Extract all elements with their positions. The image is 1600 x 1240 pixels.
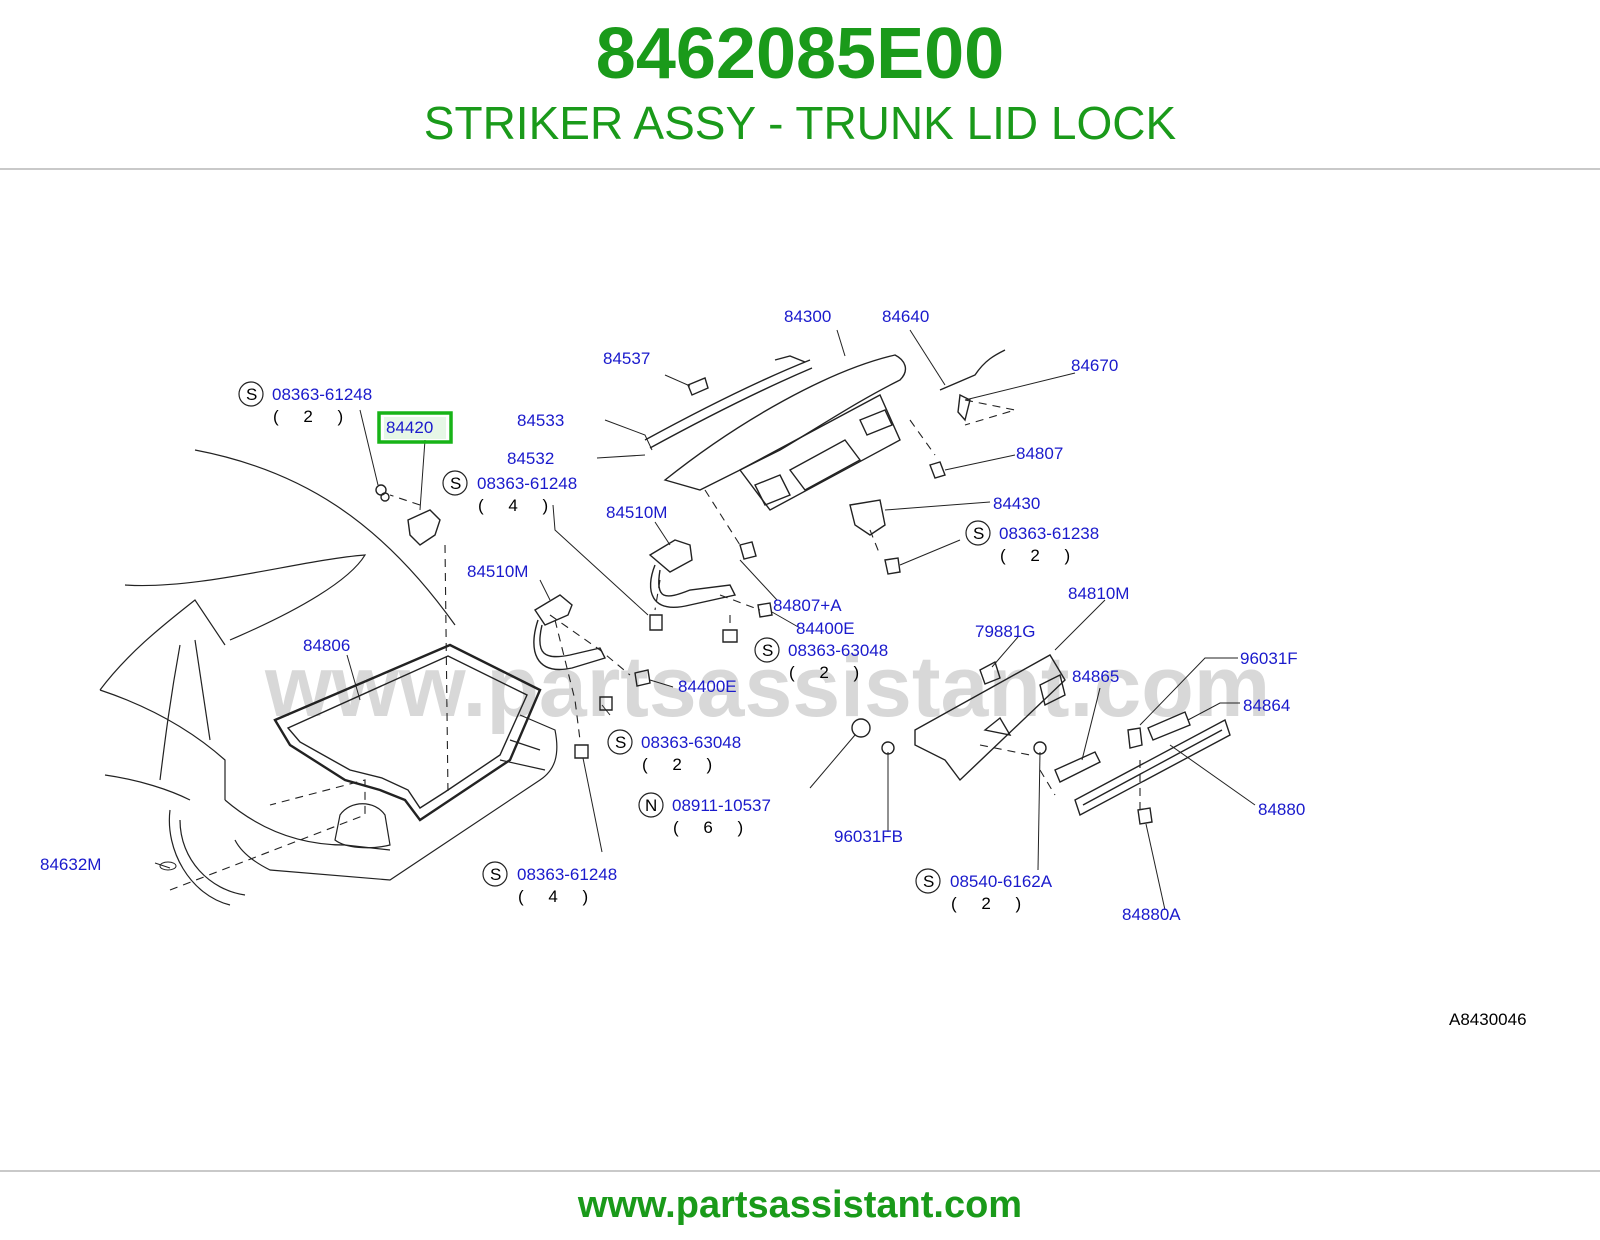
highlight-box-84420 bbox=[377, 411, 453, 444]
s-marker-icon bbox=[442, 470, 468, 496]
prefix-label: S bbox=[973, 524, 984, 543]
s-marker-icon bbox=[965, 520, 991, 546]
qty-label: ( 4 ) bbox=[518, 887, 598, 906]
qty-label: ( 4 ) bbox=[478, 496, 558, 515]
callout-08911-10537: 08911-10537 bbox=[672, 796, 771, 815]
prefix-label: N bbox=[645, 796, 657, 815]
callout-84510M: 84510M bbox=[467, 562, 528, 581]
callout-84670: 84670 bbox=[1071, 356, 1118, 375]
callout-84532: 84532 bbox=[507, 449, 554, 468]
prefix-label: S bbox=[450, 474, 461, 493]
qty-label: ( 2 ) bbox=[1000, 546, 1080, 565]
leader-lines bbox=[154, 329, 1256, 911]
part-name-subtitle: STRIKER ASSY - TRUNK LID LOCK bbox=[423, 97, 1177, 149]
prefix-label: S bbox=[923, 872, 934, 891]
prefix-label: S bbox=[490, 865, 501, 884]
callout-84865: 84865 bbox=[1072, 667, 1119, 686]
s-marker-icon bbox=[607, 729, 633, 755]
markers bbox=[238, 381, 991, 894]
callout-84430: 84430 bbox=[993, 494, 1040, 513]
highlight-fill-84420 bbox=[384, 417, 446, 439]
callout-84810M: 84810M bbox=[1068, 584, 1129, 603]
footer-divider bbox=[0, 1170, 1600, 1172]
callout-labels: S 08363-61248 ( 2 ) 84420 S 08363-61248 … bbox=[40, 307, 1305, 924]
watermark-text: www.partsassistant.com bbox=[264, 639, 1270, 735]
prefix-label: S bbox=[762, 641, 773, 660]
s-marker-icon bbox=[482, 861, 508, 887]
qty-label: ( 2 ) bbox=[951, 894, 1031, 913]
parts-drawing bbox=[375, 349, 1231, 825]
callout-79881G: 79881G bbox=[975, 622, 1036, 641]
callout-96031F: 96031F bbox=[1240, 649, 1298, 668]
header: 8462085E00 STRIKER ASSY - TRUNK LID LOCK bbox=[0, 0, 1600, 170]
header-divider bbox=[0, 168, 1600, 170]
car-outline bbox=[99, 449, 558, 906]
callout-08363-61238: 08363-61238 bbox=[999, 524, 1099, 543]
qty-label: ( 2 ) bbox=[642, 755, 722, 774]
callout-84807-a: 84807+A bbox=[773, 596, 842, 615]
qty-label: ( 2 ) bbox=[789, 663, 869, 682]
callout-84806: 84806 bbox=[303, 636, 350, 655]
callout-08363-63048: 08363-63048 bbox=[641, 733, 741, 752]
plug-84632M-icon bbox=[159, 861, 177, 871]
callout-84632M: 84632M bbox=[40, 855, 101, 874]
callout-84880: 84880 bbox=[1258, 800, 1305, 819]
callout-84807: 84807 bbox=[1016, 444, 1063, 463]
s-marker-icon bbox=[238, 381, 264, 407]
part-number-title: 8462085E00 bbox=[595, 14, 1005, 94]
qty-label: ( 2 ) bbox=[273, 407, 353, 426]
prefix-label: S bbox=[246, 385, 257, 404]
qty-label: ( 6 ) bbox=[673, 818, 753, 837]
s-marker-icon bbox=[754, 637, 780, 663]
callout-08363-61248: 08363-61248 bbox=[272, 385, 372, 404]
footer-website-link[interactable]: www.partsassistant.com bbox=[577, 1184, 1023, 1226]
callout-84864: 84864 bbox=[1243, 696, 1290, 715]
callout-08540-6162A: 08540-6162A bbox=[950, 872, 1053, 891]
callout-84400E: 84400E bbox=[796, 619, 855, 638]
callout-84537: 84537 bbox=[603, 349, 650, 368]
callout-84510M: 84510M bbox=[606, 503, 667, 522]
callout-96031FB: 96031FB bbox=[834, 827, 903, 846]
callout-08363-61248: 08363-61248 bbox=[517, 865, 617, 884]
n-marker-icon bbox=[638, 792, 664, 818]
callout-08363-61248: 08363-61248 bbox=[477, 474, 577, 493]
prefix-label: S bbox=[615, 733, 626, 752]
callout-84420: 84420 bbox=[386, 418, 433, 437]
callout-84880A: 84880A bbox=[1122, 905, 1181, 924]
callout-84400E: 84400E bbox=[678, 677, 737, 696]
diagram-reference-code: A8430046 bbox=[1449, 1010, 1527, 1029]
callout-84300: 84300 bbox=[784, 307, 831, 326]
callout-08363-63048: 08363-63048 bbox=[788, 641, 888, 660]
callout-84640: 84640 bbox=[882, 307, 929, 326]
s-marker-icon bbox=[915, 868, 941, 894]
callout-84533: 84533 bbox=[517, 411, 564, 430]
